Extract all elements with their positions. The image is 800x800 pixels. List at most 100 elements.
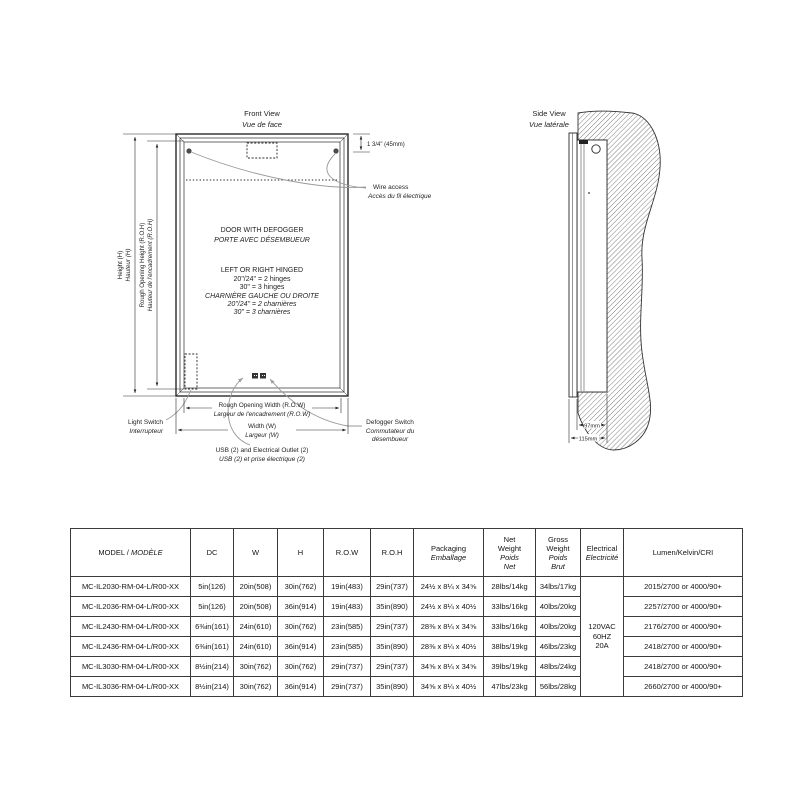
model-cell: MC-IL3030-RM-04-L/R00-XX	[70, 656, 191, 677]
door-text-line: PORTE AVEC DÉSEMBUEUR	[214, 235, 310, 244]
lumen-cell: 2660/2700 or 4000/90+	[623, 676, 743, 697]
packaging-cell: 24½ x 8¼ x 34⅝	[413, 576, 484, 597]
table-row: MC-IL2436-RM-04-L/R00-XX 6⅜in(161) 24in(…	[70, 636, 743, 657]
light-switch-label-fr: Interrupteur	[129, 428, 163, 435]
row-cell: 23in(585)	[323, 636, 371, 657]
dc-cell: 8½in(214)	[190, 676, 234, 697]
dc-cell: 6⅜in(161)	[190, 636, 234, 657]
table-row: MC-IL2036-RM-04-L/R00-XX 5in(126) 20in(5…	[70, 596, 743, 617]
roh-cell: 35in(890)	[370, 636, 414, 657]
packaging-cell: 28⅜ x 8¼ x 40½	[413, 636, 484, 657]
side-view-title: Side View	[532, 109, 566, 118]
lumen-cell: 2418/2700 or 4000/90+	[623, 656, 743, 677]
w-cell: 24in(610)	[233, 636, 278, 657]
defogger-label-fr: Commutateur du	[366, 428, 415, 435]
packaging-cell: 28⅜ x 8¼ x 34⅝	[413, 616, 484, 637]
width-dimensions	[175, 398, 349, 434]
w-cell: 20in(508)	[233, 596, 278, 617]
net-weight-cell: 38lbs/19kg	[483, 636, 536, 657]
width-label-fr: Largeur (W)	[245, 432, 279, 439]
h-cell: 30in(762)	[277, 576, 324, 597]
door-text-line: LEFT OR RIGHT HINGED	[221, 267, 303, 274]
packaging-cell: 24½ x 8¼ x 40½	[413, 596, 484, 617]
dc-cell: 6⅜in(161)	[190, 616, 234, 637]
gross-weight-cell: 34lbs/17kg	[535, 576, 581, 597]
w-header: W	[233, 528, 278, 577]
wire-access-point-left	[186, 148, 192, 154]
gross-weight-cell: 40lbs/20kg	[535, 616, 581, 637]
w-cell: 30in(762)	[233, 676, 278, 697]
row-cell: 23in(585)	[323, 616, 371, 637]
technical-drawing: Front View Vue de face DOOR WITH DEFOGGE…	[117, 109, 661, 463]
wire-access-point-right	[333, 148, 339, 154]
model-cell: MC-IL2030-RM-04-L/R00-XX	[70, 576, 191, 597]
h-cell: 30in(762)	[277, 656, 324, 677]
net-weight-cell: 33lbs/16kg	[483, 616, 536, 637]
table-row: MC-IL2030-RM-04-L/R00-XX 5in(126) 20in(5…	[70, 576, 743, 697]
roh-label-fr: Hauteur de l'encadrement (R.O.H)	[147, 219, 154, 312]
h-header: H	[277, 528, 324, 577]
wire-access-label-fr: Accès du fil électrique	[367, 193, 432, 200]
row-cell: 19in(483)	[323, 576, 371, 597]
roh-label: Rough Opening Height (R.O.H)	[139, 223, 146, 308]
usb-outlet-icon	[252, 373, 266, 379]
row-cell: 19in(483)	[323, 596, 371, 617]
reveal-dimension-label: 1 3/4" (45mm)	[367, 142, 405, 148]
model-cell: MC-IL3036-RM-04-L/R00-XX	[70, 676, 191, 697]
packaging-cell: 34⅝ x 8¼ x 40½	[413, 676, 484, 697]
gross-weight-cell: 48lbs/24kg	[535, 656, 581, 677]
table-row: MC-IL3036-RM-04-L/R00-XX 8½in(214) 30in(…	[70, 676, 743, 697]
defogger-label: Defogger Switch	[366, 419, 414, 426]
gross-weight-cell: 46lbs/23kg	[535, 636, 581, 657]
light-switch-icon	[184, 353, 198, 390]
lumen-cell: 2015/2700 or 4000/90+	[623, 576, 743, 597]
spec-table: MODEL / MODÈLE DC W H R.O.W R.O.H Packag…	[70, 528, 743, 697]
cabinet-side-door	[568, 132, 578, 398]
usb-outlet-label-fr: USB (2) et prise électrique (2)	[219, 456, 305, 463]
cabinet-frame	[175, 133, 349, 397]
door-text-line: CHARNIÈRE GAUCHE OU DROITE	[205, 291, 319, 300]
table-row: MC-IL2430-RM-04-L/R00-XX 6⅜in(161) 24in(…	[70, 616, 743, 637]
header-row: MODEL / MODÈLE DC W H R.O.W R.O.H Packag…	[70, 528, 743, 577]
net-weight-cell: 47lbs/23kg	[483, 676, 536, 697]
packaging-cell: 34⅝ x 8¼ x 34⅝	[413, 656, 484, 677]
h-cell: 30in(762)	[277, 616, 324, 637]
net-weight-cell: 33lbs/16kg	[483, 596, 536, 617]
door-text-line: 20"/24" = 2 hinges	[234, 276, 291, 283]
front-view: Front View Vue de face DOOR WITH DEFOGGE…	[117, 109, 432, 463]
door-text: DOOR WITH DEFOGGER PORTE AVEC DÉSEMBUEUR…	[205, 227, 319, 316]
depth-outer-label: 115mm	[579, 437, 598, 443]
defogger-label-fr2: désembueur	[372, 436, 409, 443]
door-text-line: 20"/24" = 2 charnières	[227, 301, 297, 308]
model-cell: MC-IL2430-RM-04-L/R00-XX	[70, 616, 191, 637]
roh-cell: 29in(737)	[370, 616, 414, 637]
dc-header: DC	[190, 528, 234, 577]
front-view-title-fr: Vue de face	[242, 120, 282, 129]
row-label-fr: Largeur de l'encadrement (R.O.W)	[214, 411, 310, 418]
width-label: Width (W)	[248, 423, 276, 430]
gross-weight-cell: 40lbs/20kg	[535, 596, 581, 617]
gross-weight-cell: 56lbs/28kg	[535, 676, 581, 697]
row-cell: 29in(737)	[323, 656, 371, 677]
dc-cell: 8½in(214)	[190, 656, 234, 677]
h-cell: 36in(914)	[277, 636, 324, 657]
roh-cell: 35in(890)	[370, 596, 414, 617]
light-switch-label: Light Switch	[128, 419, 163, 426]
wire-hole-icon	[591, 144, 601, 154]
height-label: Height (H)	[117, 251, 124, 280]
dc-cell: 5in(126)	[190, 596, 234, 617]
net-weight-cell: 39lbs/19kg	[483, 656, 536, 677]
model-cell: MC-IL2036-RM-04-L/R00-XX	[70, 596, 191, 617]
wall-section	[577, 110, 661, 451]
lumen-cell: 2176/2700 or 4000/90+	[623, 616, 743, 637]
w-cell: 30in(762)	[233, 656, 278, 677]
roh-cell: 29in(737)	[370, 656, 414, 677]
door-text-line: DOOR WITH DEFOGGER	[221, 227, 304, 234]
cabinet-side-body	[576, 139, 608, 393]
wire-block-icon	[579, 140, 588, 144]
height-label-fr: Hauteur (H)	[125, 249, 132, 282]
w-cell: 20in(508)	[233, 576, 278, 597]
